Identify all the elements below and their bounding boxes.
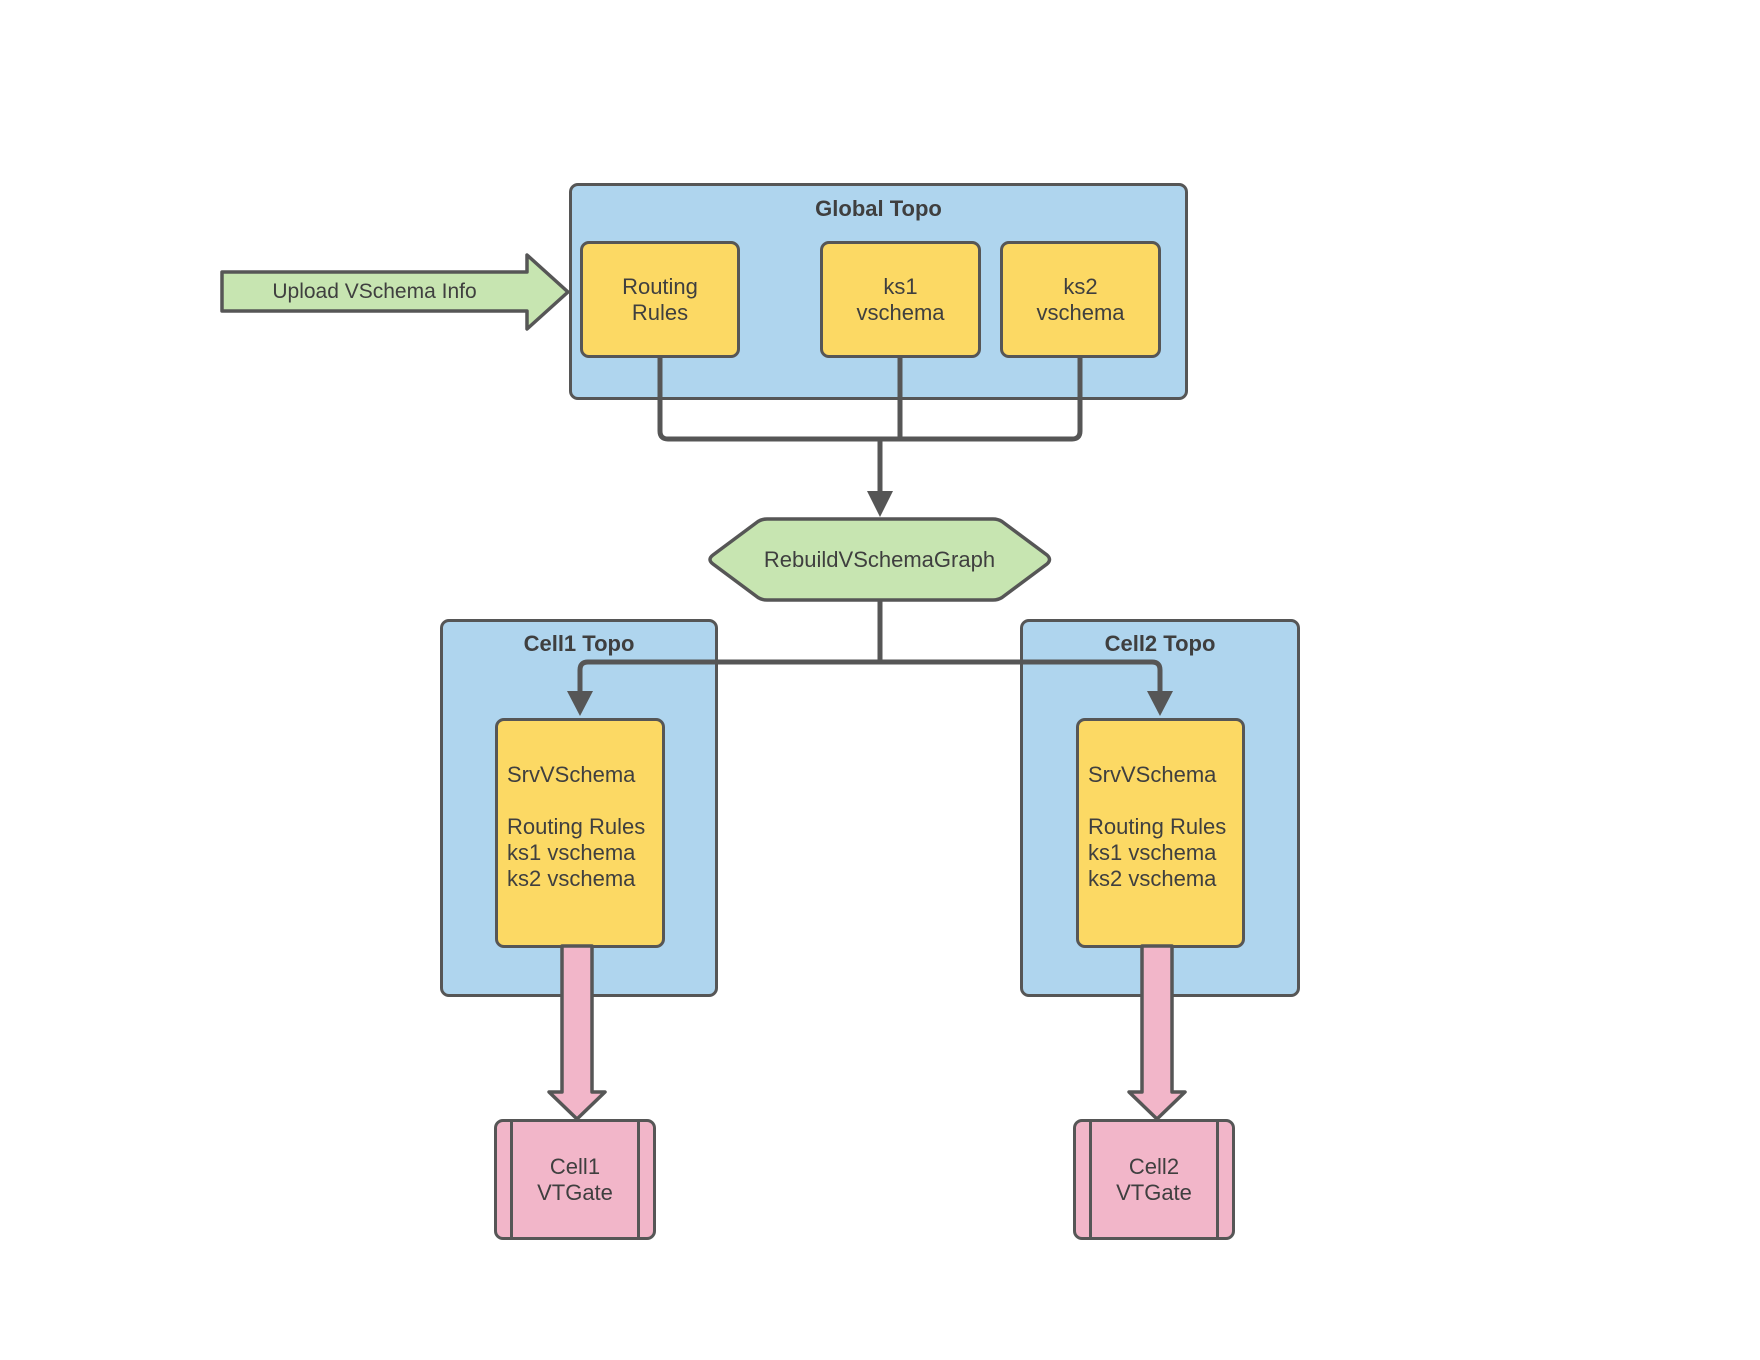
ks2-vschema-node [1000,241,1161,358]
cell2-topo-title: Cell2 Topo [1104,631,1216,656]
cell1-srvvschema-text: SrvVSchema Routing Rules ks1 vschema ks2… [507,762,646,891]
rebuild-arrowhead-icon [867,491,893,517]
cell1-srvvschema-node [495,718,665,948]
ks1-vschema-node [820,241,981,358]
ks1-vschema-label: ks1 vschema [856,273,945,325]
cell2-srvvschema-text: SrvVSchema Routing Rules ks1 vschema ks2… [1088,762,1227,891]
vtgate-side-line [1089,1122,1092,1237]
global-topo-title: Global Topo [815,196,942,221]
cell1-vtgate-label: Cell1 VTGate [537,1153,613,1205]
cell2-srvvschema-node [1076,718,1245,948]
routing-rules-label: Routing Rules [622,273,698,325]
vtgate-side-line [1216,1122,1219,1237]
vtgate-side-line [510,1122,513,1237]
vtgate-side-line [637,1122,640,1237]
ks2-vschema-label: ks2 vschema [1036,273,1125,325]
upload-arrow-label: Upload VSchema Info [272,280,477,303]
routing-rules-node [580,241,740,358]
cell2-vtgate-label: Cell2 VTGate [1116,1153,1192,1205]
rebuild-step-label: RebuildVSchemaGraph [763,546,996,572]
cell1-topo-title: Cell1 Topo [523,631,635,656]
